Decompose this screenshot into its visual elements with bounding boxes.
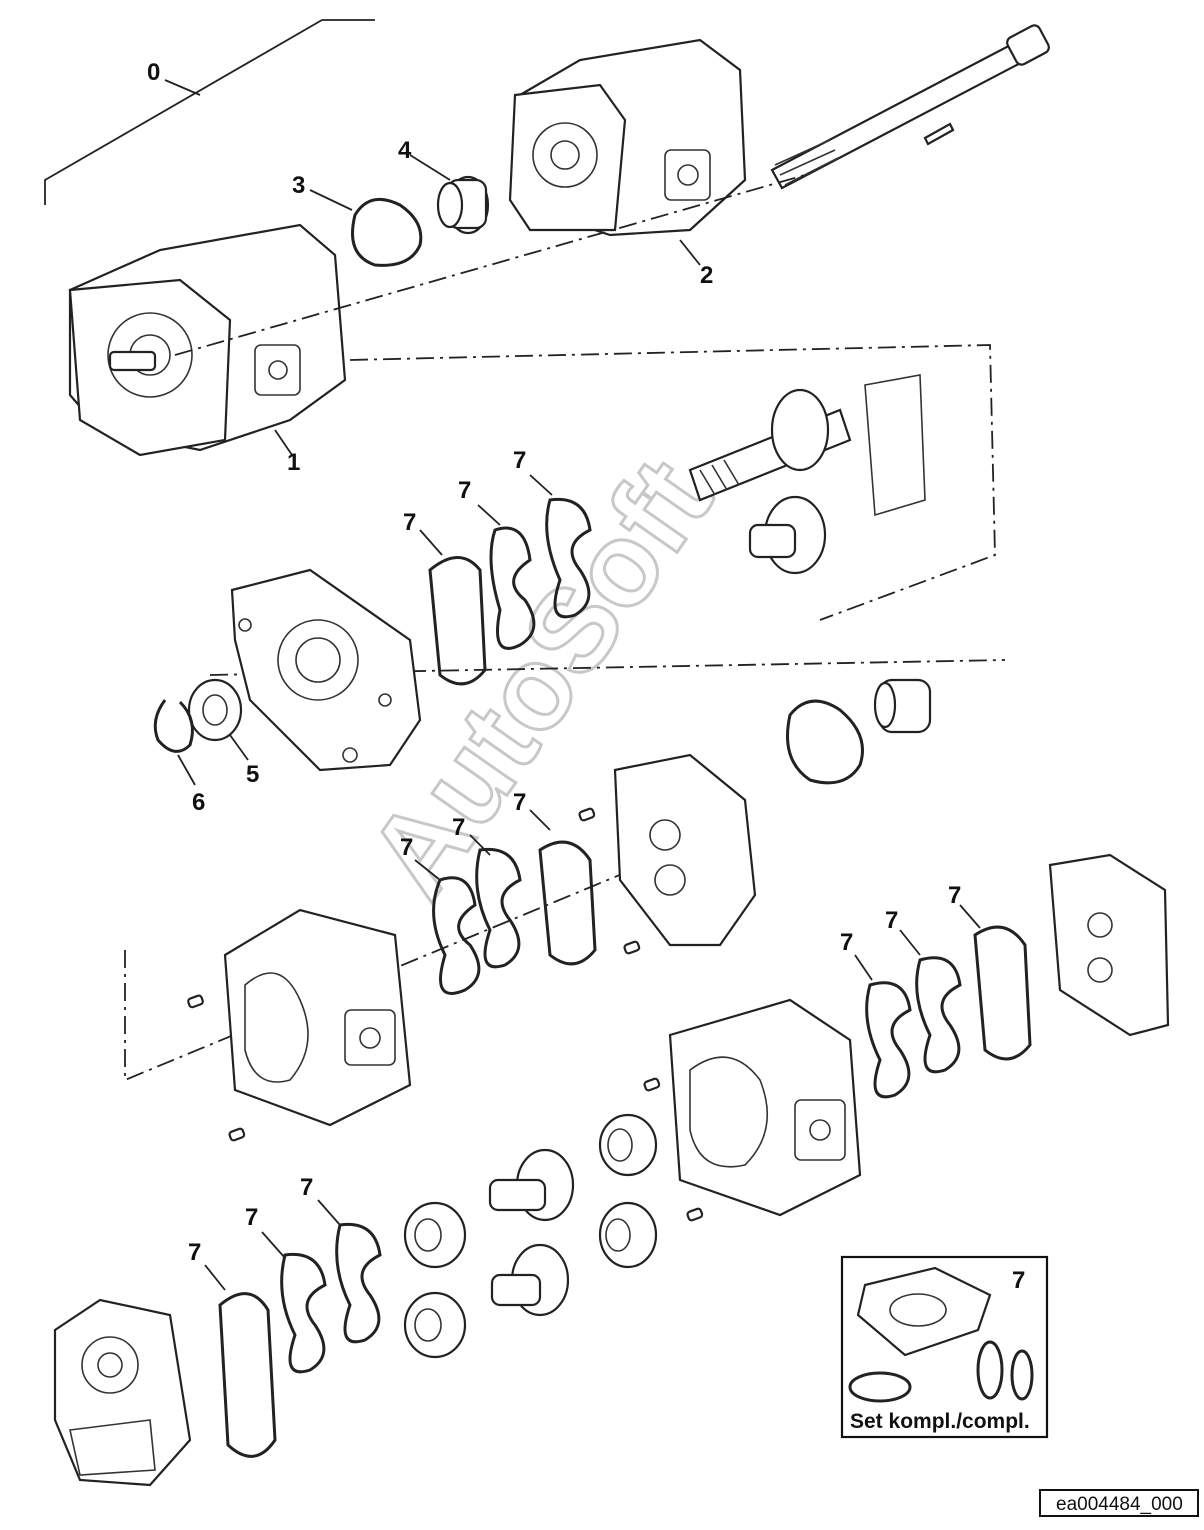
drive-gear-lower: [488, 1148, 575, 1222]
callout-7-upper-a: 7: [403, 509, 416, 536]
callout-7-mid-c: 7: [513, 789, 526, 816]
callout-7-lower-c: 7: [300, 1174, 313, 1201]
pump-section-2: [508, 38, 747, 237]
leader-7-lower-b: [261, 1231, 286, 1259]
gear-housing-lower: [668, 998, 862, 1217]
callout-7-right-a: 7: [840, 929, 853, 956]
seal-3: [351, 197, 423, 267]
tie-bolt: [770, 24, 1050, 190]
leader-7-upper-b: [477, 504, 501, 526]
end-cover-right: [1048, 853, 1170, 1037]
seal-lower-7c: [335, 1222, 382, 1344]
callout-1: 1: [287, 449, 300, 476]
seal-upper-7a: [428, 556, 487, 686]
leader-6: [177, 754, 196, 786]
leader-7-lower-c: [317, 1199, 341, 1226]
seal-mid: [786, 699, 864, 785]
cover-plate-mid: [613, 753, 757, 947]
gear-housing-mid: [223, 908, 412, 1127]
leader-7-upper-a: [419, 529, 443, 556]
callout-7-mid-a: 7: [400, 834, 413, 861]
leader-0: [164, 79, 201, 96]
drawing-code-text: ea004484_000: [1056, 1494, 1183, 1515]
leader-7-mid-a: [414, 859, 441, 881]
callout-7-lower-a: 7: [188, 1239, 201, 1266]
callout-6: 6: [192, 789, 205, 816]
seal-mid-7b: [475, 847, 522, 969]
leader-7-mid-c: [529, 809, 551, 831]
leader-2: [679, 239, 701, 266]
circlip-6: [153, 699, 194, 753]
leader-1: [274, 429, 293, 456]
leader-7-right-c: [959, 904, 981, 929]
coupling-mid: [873, 678, 932, 734]
seal-right-7a: [865, 981, 912, 1099]
leader-7-mid-b: [469, 834, 491, 856]
leader-7-lower-a: [204, 1264, 226, 1291]
callout-7-upper-b: 7: [458, 477, 471, 504]
drive-shaft: [688, 388, 852, 502]
end-cover-rear: [53, 1298, 192, 1487]
callout-7-upper-c: 7: [513, 447, 526, 474]
shaft-seal-5: [187, 678, 243, 742]
callout-7-right-b: 7: [885, 907, 898, 934]
seal-upper-7b: [489, 526, 536, 650]
seal-lower-7a: [218, 1292, 277, 1458]
leader-4: [409, 154, 451, 181]
leader-7-right-b: [899, 929, 921, 956]
small-screw: [923, 122, 955, 146]
mounting-flange: [230, 568, 422, 772]
leader-3: [309, 189, 353, 211]
callout-5: 5: [246, 761, 259, 788]
callout-0: 0: [147, 59, 160, 86]
bearing-block-lower-b: [598, 1201, 658, 1269]
callout-7-right-c: 7: [948, 882, 961, 909]
seal-kit-inset: 7 Set kompl./compl.: [840, 1255, 1049, 1439]
callout-3: 3: [292, 172, 305, 199]
seal-right-7b: [915, 956, 962, 1074]
seal-kit-label: Set kompl./compl.: [850, 1410, 1030, 1433]
callout-4: 4: [398, 137, 412, 164]
leader-5: [229, 734, 249, 761]
drawing-code: ea004484_000: [1039, 1489, 1199, 1517]
seal-upper-7c: [545, 497, 592, 619]
seal-kit-callout: 7: [1012, 1267, 1025, 1294]
driven-gear-upper: [748, 495, 827, 575]
axis-line-top: [174, 174, 806, 356]
pump-body-1: [68, 223, 347, 457]
coupling-4: [436, 175, 490, 235]
seal-mid-7c: [538, 840, 597, 966]
bearing-block-lower-a: [598, 1113, 658, 1177]
seal-right-7c: [973, 925, 1032, 1061]
dowel-pins: [187, 807, 704, 1222]
leader-7-right-a: [854, 954, 873, 981]
seal-lower-7b: [280, 1252, 327, 1374]
callout-2: 2: [700, 262, 713, 289]
bearing-block-lower-d: [403, 1291, 467, 1359]
driven-gear-lower: [490, 1243, 570, 1317]
seal-mid-7a: [432, 876, 481, 995]
bearing-block-lower-c: [403, 1201, 467, 1269]
callout-7-mid-b: 7: [452, 814, 465, 841]
callout-7-lower-b: 7: [245, 1204, 258, 1231]
leader-7-upper-c: [529, 474, 553, 496]
assembly-bracket: [44, 19, 375, 205]
bearing-block-faint: [864, 374, 926, 517]
axis-line-lower: [124, 849, 681, 1082]
